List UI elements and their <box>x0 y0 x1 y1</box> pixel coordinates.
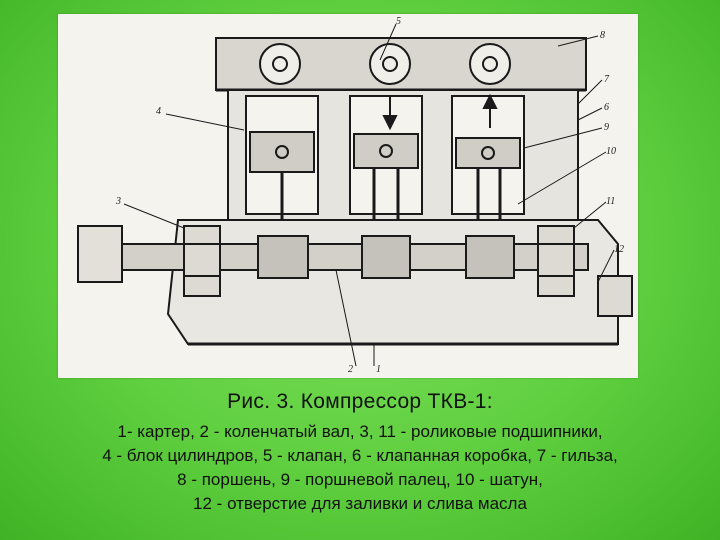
roller-bearings <box>183 225 575 297</box>
callout-5: 5 <box>396 16 401 27</box>
caption-line: 8 - поршень, 9 - поршневой палец, 10 - ш… <box>177 470 543 489</box>
callout-7: 7 <box>604 74 610 85</box>
callout-4: 4 <box>156 106 161 117</box>
figure-caption-title: Рис. 3. Компрессор ТКВ-1: <box>227 390 493 413</box>
callout-12: 12 <box>614 244 624 255</box>
callout-2: 2 <box>348 364 353 375</box>
callout-8: 8 <box>600 30 605 41</box>
callout-9: 9 <box>604 122 609 133</box>
callout-11: 11 <box>606 196 615 207</box>
caption-line: 4 - блок цилиндров, 5 - клапан, 6 - клап… <box>102 446 618 465</box>
callout-1: 1 <box>376 364 381 375</box>
callout-3: 3 <box>115 196 121 207</box>
callout-10: 10 <box>606 146 616 157</box>
valve-discs <box>259 43 511 85</box>
oil-plug <box>597 275 633 317</box>
figure-caption-legend: 1- картер, 2 - коленчатый вал, 3, 11 - р… <box>20 420 700 516</box>
compressor-cross-section: 5 8 4 7 6 9 10 3 11 12 1 2 <box>77 16 633 375</box>
compressor-drawing: 5 8 4 7 6 9 10 3 11 12 1 2 <box>58 14 638 378</box>
caption-line: 12 - отверстие для заливки и слива масла <box>193 494 527 513</box>
caption-line: 1- картер, 2 - коленчатый вал, 3, 11 - р… <box>117 422 603 441</box>
shaft-coupling <box>77 225 123 283</box>
pistons <box>249 131 521 173</box>
callout-6: 6 <box>604 102 609 113</box>
